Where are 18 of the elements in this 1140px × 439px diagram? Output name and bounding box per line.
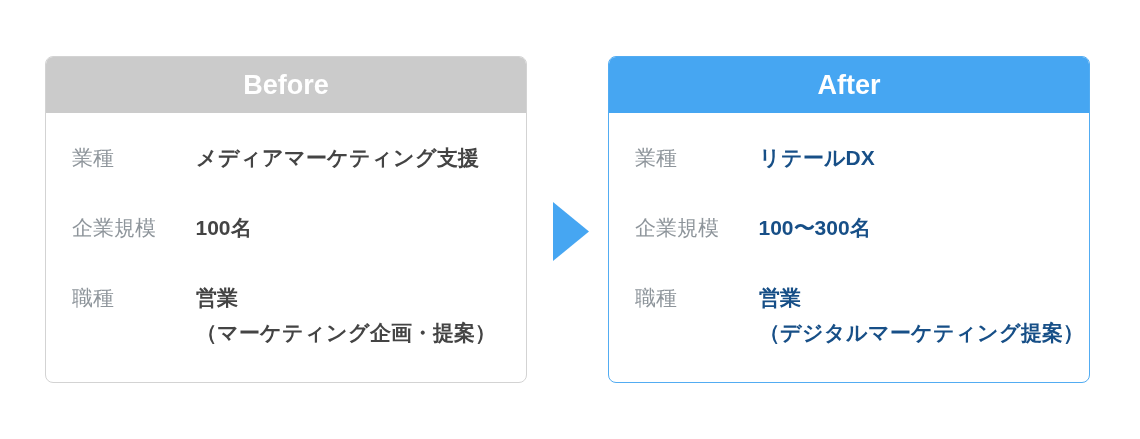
field-value: （デジタルマーケティング提案）: [758, 319, 1084, 346]
arrow: [553, 202, 589, 261]
info-card: [45, 56, 527, 383]
card-header: After: [609, 57, 1089, 113]
field-value: メディアマーケティング支援: [195, 144, 479, 171]
field-label: 業種: [71, 144, 114, 171]
field-label: 業種: [634, 144, 677, 171]
field-label: 企業規模: [634, 214, 719, 241]
field-value: 営業: [195, 284, 238, 311]
info-card: [608, 56, 1090, 383]
field-label: 企業規模: [71, 214, 156, 241]
field-label: 職種: [71, 284, 114, 311]
field-label: 職種: [634, 284, 677, 311]
field-value: 100〜300名: [758, 214, 871, 241]
field-value: 100名: [195, 214, 252, 241]
field-value: 営業: [758, 284, 801, 311]
field-value: （マーケティング企画・提案）: [195, 319, 496, 346]
field-value: リテールDX: [758, 144, 875, 171]
